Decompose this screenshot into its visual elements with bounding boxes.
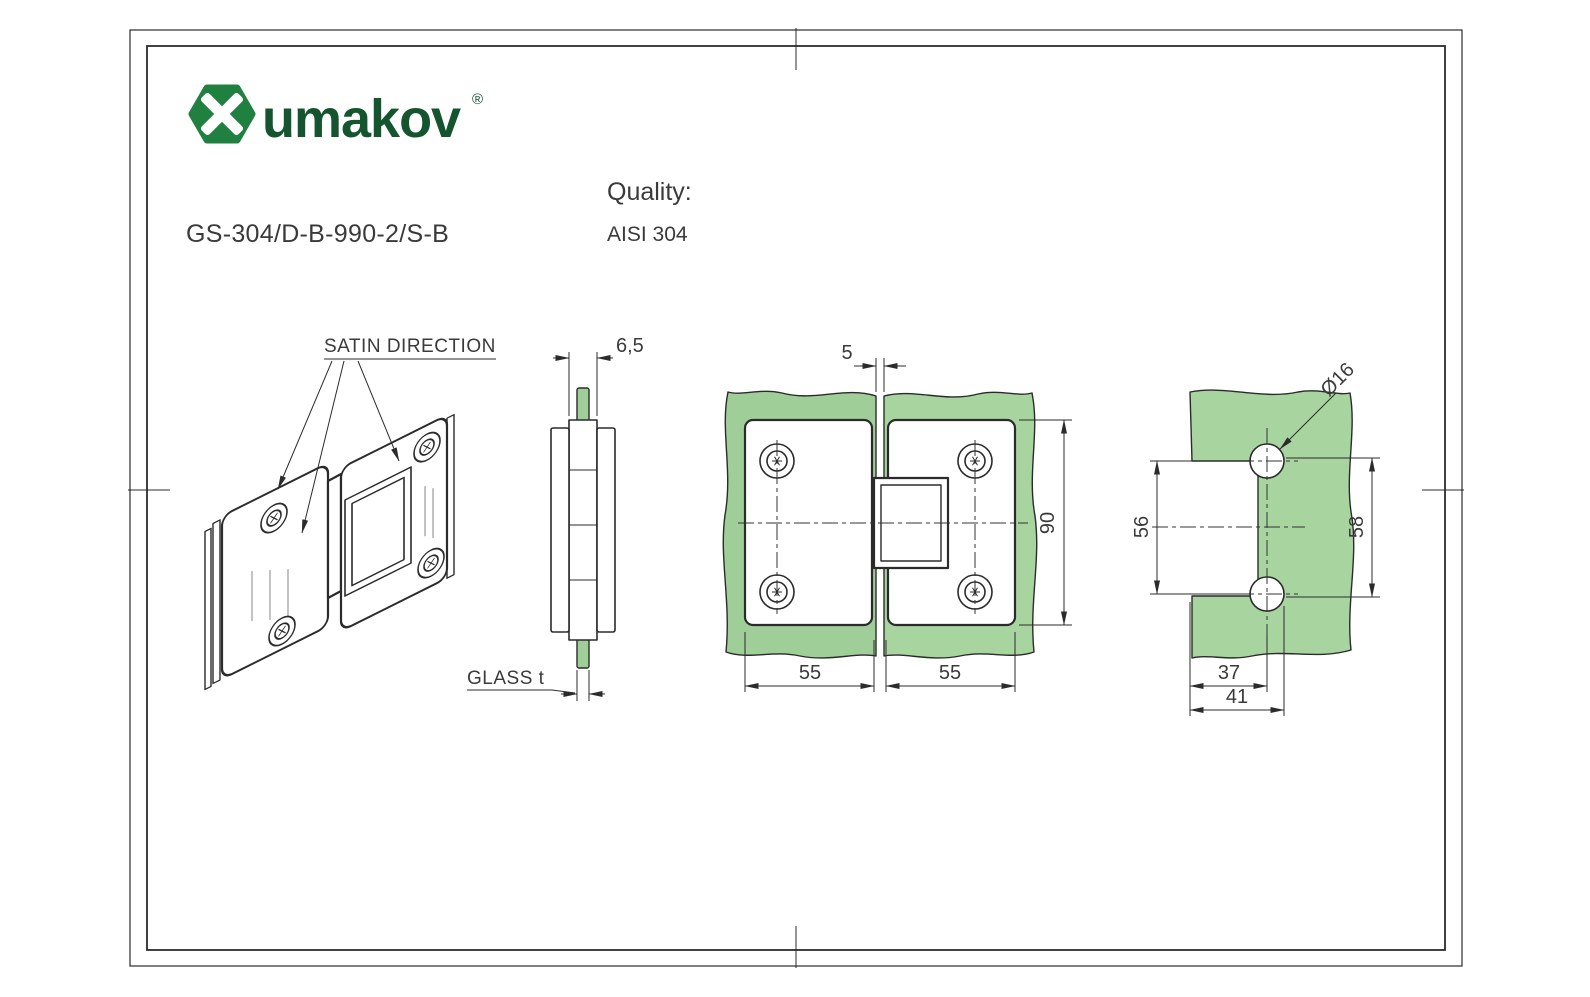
title-block: GS-304/D-B-990-2/S-B Quality: AISI 304 xyxy=(186,178,692,248)
iso-plate-edge-sliver xyxy=(212,519,221,685)
iso-right-satin-texture xyxy=(424,485,434,539)
iso-hinge-knuckle xyxy=(326,472,343,600)
dim-plate-width-left-text: 55 xyxy=(799,662,821,684)
isometric-view: SATIN DIRECTION xyxy=(204,336,496,691)
quality-value: AISI 304 xyxy=(607,223,688,246)
dim-hole-center-offset-text: 37 xyxy=(1218,662,1240,684)
drawing-frame xyxy=(128,28,1464,968)
iso-knuckle-cutout-inner xyxy=(351,476,405,587)
satin-direction-label: SATIN DIRECTION xyxy=(324,336,496,357)
side-left-plate xyxy=(550,427,570,633)
satin-leader-3 xyxy=(357,360,400,462)
satin-direction-callout: SATIN DIRECTION xyxy=(277,336,496,534)
iso-screw xyxy=(268,615,296,647)
hole-pattern-view: Ø16 56 58 37 41 xyxy=(1131,359,1380,716)
dim-plate-thickness-text: 6,5 xyxy=(616,335,644,357)
glass-thickness-leader xyxy=(467,689,576,694)
dim-glass-gap-text: 5 xyxy=(841,342,852,364)
side-barrel-segments xyxy=(569,469,597,581)
iso-left-plate-face xyxy=(220,465,330,677)
dim-plate-width-right-text: 55 xyxy=(939,662,961,684)
dim-plate-thickness: 6,5 xyxy=(553,335,644,416)
dim-cutout-width-text: 41 xyxy=(1226,686,1248,708)
side-view: 6,5 GLASS t xyxy=(467,335,644,701)
satin-leader-1 xyxy=(277,360,333,490)
dim-hole-pitch-text: 56 xyxy=(1131,516,1153,538)
dim-plate-height: 90 xyxy=(1019,419,1072,626)
glass-thickness-callout: GLASS t xyxy=(467,668,605,701)
front-view: 5 90 55 55 xyxy=(722,342,1072,692)
registered-trademark: ® xyxy=(472,91,483,108)
iso-left-plate xyxy=(220,465,330,677)
iso-left-satin-texture xyxy=(251,568,289,622)
part-number: GS-304/D-B-990-2/S-B xyxy=(186,220,449,248)
dim-plate-height-text: 90 xyxy=(1037,512,1059,534)
dim-cutout-width: 41 xyxy=(1189,606,1285,716)
quality-label: Quality: xyxy=(607,178,692,206)
dim-plate-width-left: 55 xyxy=(744,632,875,692)
logo-x-bar-2 xyxy=(200,92,244,136)
glass-panel-with-cutout xyxy=(1189,389,1355,659)
umakov-logo-icon xyxy=(188,84,256,144)
iso-screw xyxy=(260,502,288,534)
glass-thickness-label: GLASS t xyxy=(467,668,545,689)
iso-screw xyxy=(413,431,441,463)
dim-plate-width-right: 55 xyxy=(885,632,1016,692)
iso-glass-edge-sliver xyxy=(204,527,212,691)
iso-glass-edges xyxy=(204,519,221,691)
side-right-plate xyxy=(596,427,616,633)
brand-wordmark: umakov xyxy=(262,89,461,149)
satin-leader-2 xyxy=(301,360,345,534)
dim-hole-center-offset: 37 xyxy=(1189,602,1268,716)
side-hinge-barrel xyxy=(568,419,598,641)
dim-glass-gap: 5 xyxy=(841,342,906,392)
iso-screw xyxy=(417,547,445,579)
iso-right-plate xyxy=(339,413,455,629)
umakov-logo: umakov ® xyxy=(188,84,483,149)
dim-hole-pitch: 56 xyxy=(1131,460,1250,595)
dim-cutout-height-text: 58 xyxy=(1346,516,1368,538)
dim-cutout-height: 58 xyxy=(1286,457,1380,598)
